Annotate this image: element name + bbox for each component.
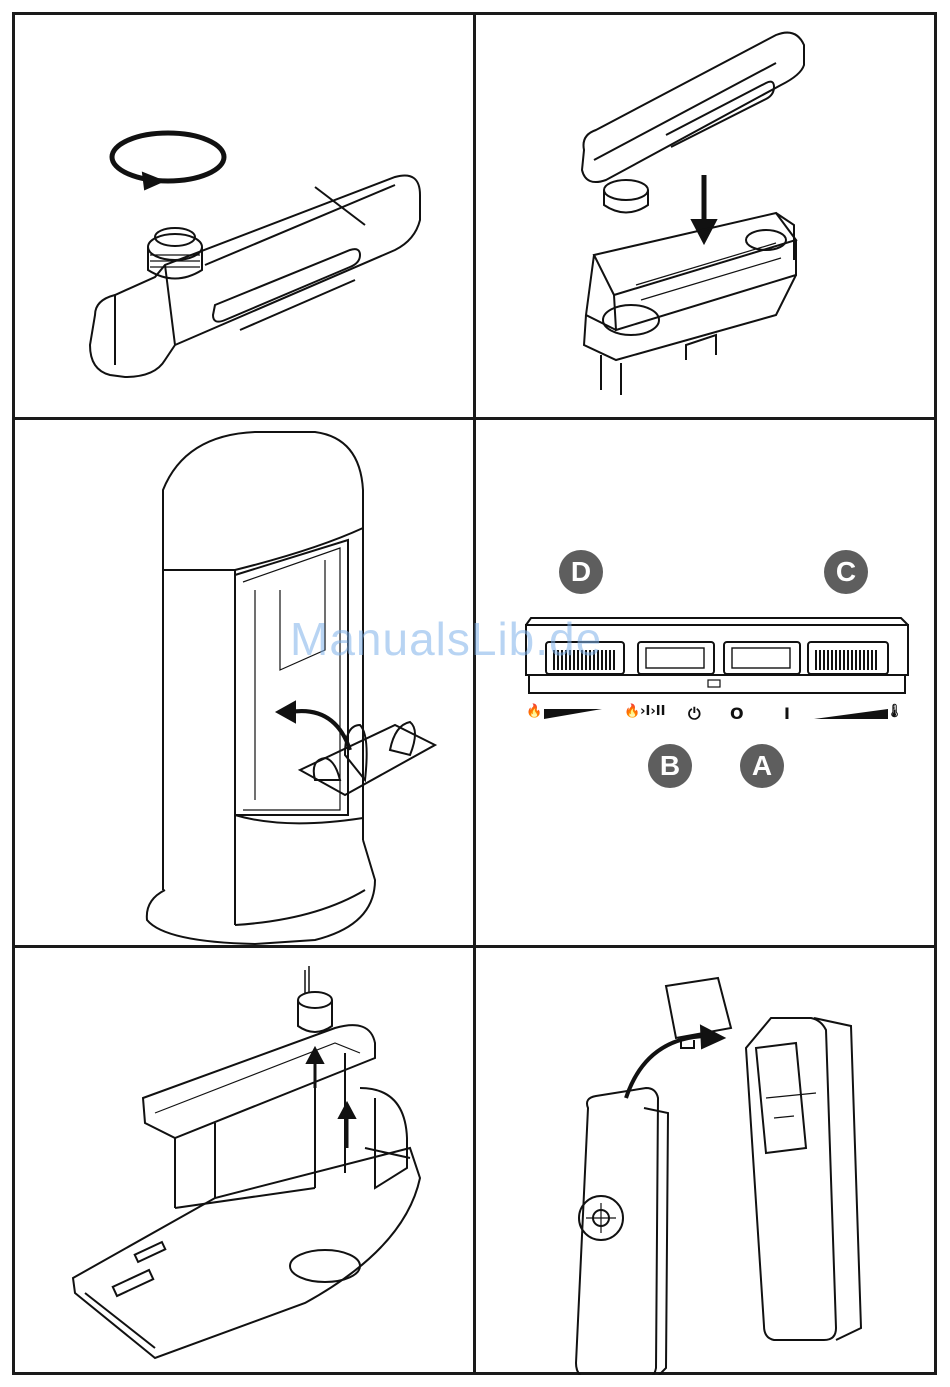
- flame-level-ramp: [544, 709, 602, 719]
- panel-remote-battery: [476, 948, 937, 1375]
- flame-play-pause-symbol: 🔥›I›II: [624, 704, 665, 719]
- remote-battery-illustration: [476, 948, 937, 1375]
- panel-fireplace-logs: [15, 420, 473, 945]
- label-b-badge: B: [648, 744, 692, 788]
- panel-tank-cap-rotate: [15, 15, 473, 417]
- flame-icon: 🔥: [526, 704, 542, 719]
- on-symbol: I: [784, 704, 790, 723]
- panel-control-buttons: [476, 420, 937, 945]
- power-icon: ⏻: [688, 704, 701, 724]
- tank-illustration: [15, 15, 473, 417]
- rotation-arrow-icon: [112, 133, 224, 181]
- watermark-text: ManualsLib.de: [290, 612, 602, 666]
- fireplace-illustration: [15, 420, 473, 945]
- pump-removal-illustration: [15, 948, 473, 1375]
- rotation-arrowhead-icon: [143, 173, 163, 189]
- panel-pump-removal: [15, 948, 473, 1375]
- label-c-badge: C: [824, 550, 868, 594]
- panel-tank-insert: [476, 15, 937, 417]
- thermometer-icon: 🌡: [886, 704, 903, 719]
- curved-arrow-icon: [290, 711, 350, 750]
- off-symbol: O: [730, 704, 744, 723]
- label-d-badge: D: [559, 550, 603, 594]
- control-symbol-row: 🔥 🔥›I›II ⏻ O I 🌡: [524, 704, 904, 730]
- heat-level-ramp: [814, 709, 888, 719]
- control-panel-illustration: [476, 420, 937, 945]
- label-a-badge: A: [740, 744, 784, 788]
- tank-insert-illustration: [476, 15, 937, 417]
